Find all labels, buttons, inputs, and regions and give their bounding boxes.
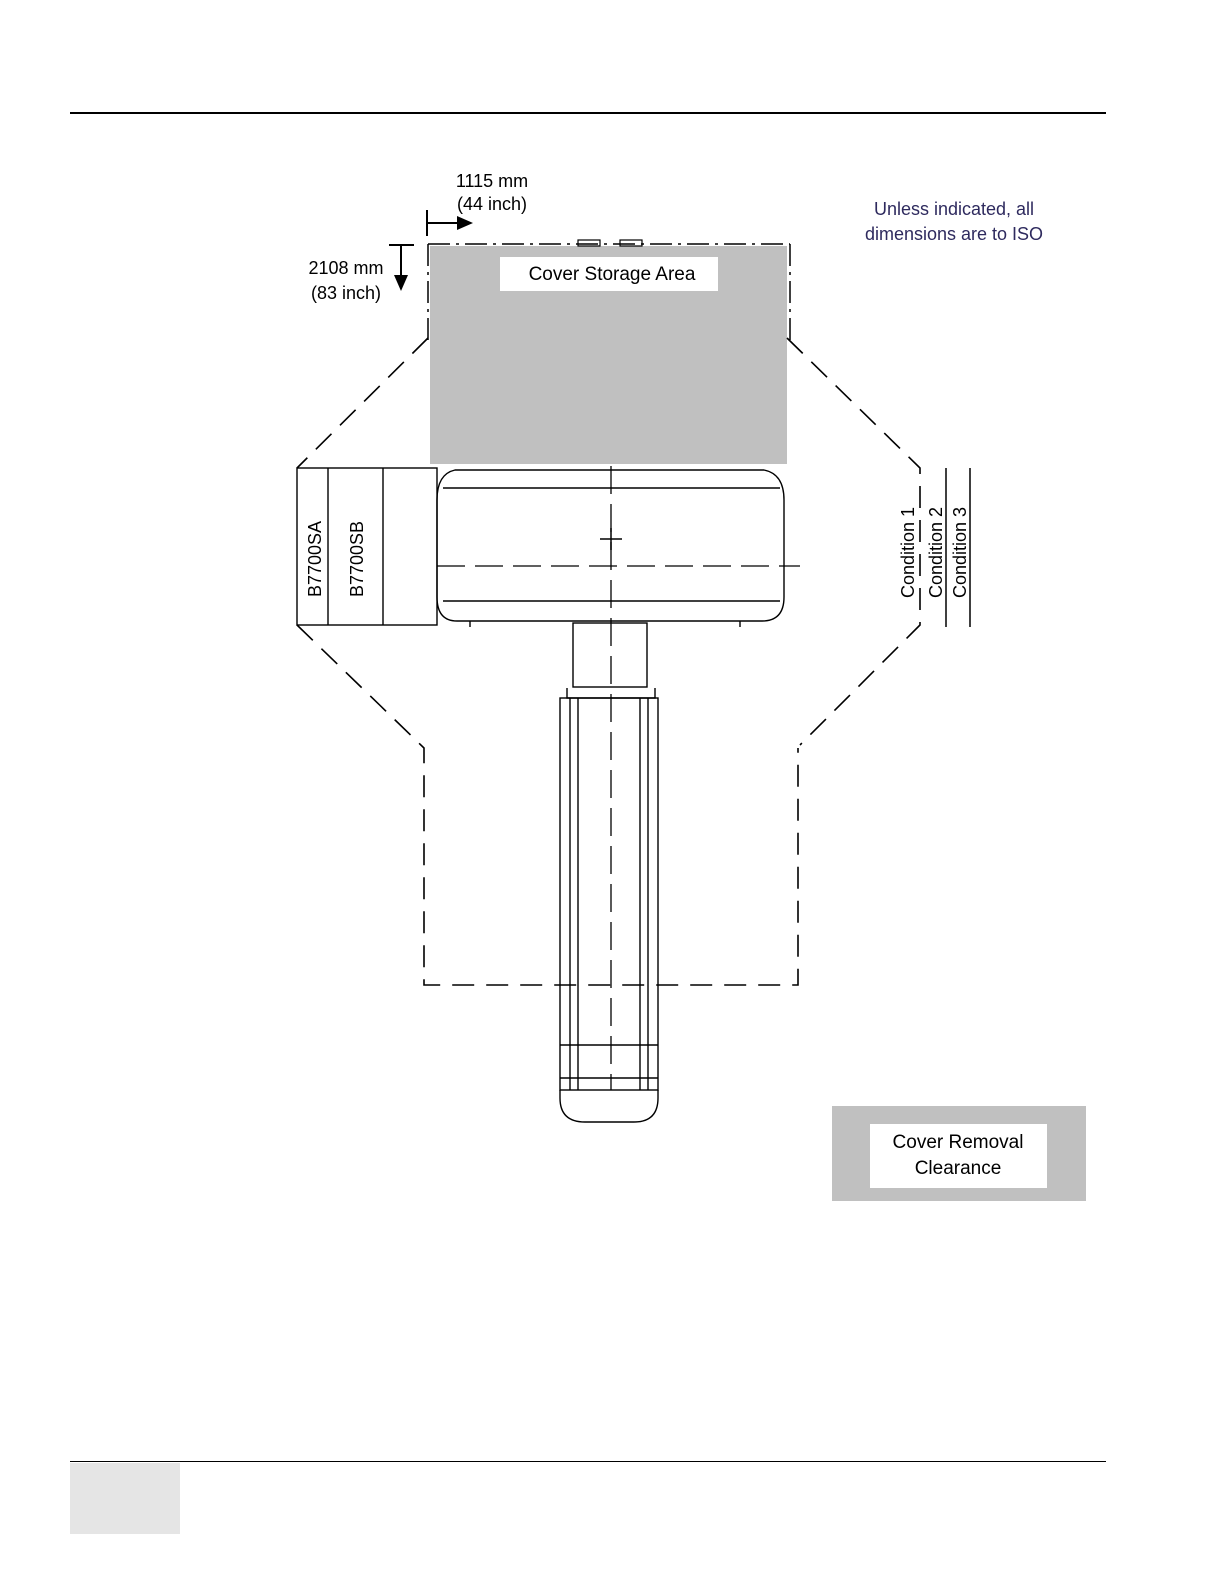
iso-note-line2: dimensions are to ISO bbox=[865, 224, 1043, 244]
isocenter-mark bbox=[600, 528, 622, 550]
depth-dim-mm: 2108 mm bbox=[308, 258, 383, 278]
width-dim-mm: 1115 mm bbox=[456, 171, 528, 191]
clearance-outline-lower bbox=[297, 625, 798, 985]
condition-2-label: Condition 2 bbox=[926, 507, 946, 598]
model-label-sb: B7700SB bbox=[347, 521, 367, 597]
depth-dimension-arrow bbox=[389, 245, 414, 291]
condition-1-label: Condition 1 bbox=[898, 507, 918, 598]
iso-note-line1: Unless indicated, all bbox=[874, 199, 1034, 219]
center-lines bbox=[437, 466, 800, 1090]
depth-dim-inch: (83 inch) bbox=[311, 283, 381, 303]
legend-line2: Clearance bbox=[915, 1158, 1002, 1179]
storage-connectors bbox=[578, 240, 642, 246]
condition-3-label: Condition 3 bbox=[950, 507, 970, 598]
patient-table bbox=[560, 623, 658, 1122]
model-label-sa: B7700SA bbox=[305, 521, 325, 597]
legend-line1: Cover Removal bbox=[893, 1132, 1024, 1153]
clearance-outline-upper-left bbox=[297, 338, 428, 468]
width-dim-inch: (44 inch) bbox=[457, 194, 527, 214]
cover-storage-label: Cover Storage Area bbox=[529, 264, 696, 285]
footer-rule bbox=[70, 1461, 1106, 1462]
page-number-tab bbox=[70, 1463, 180, 1534]
